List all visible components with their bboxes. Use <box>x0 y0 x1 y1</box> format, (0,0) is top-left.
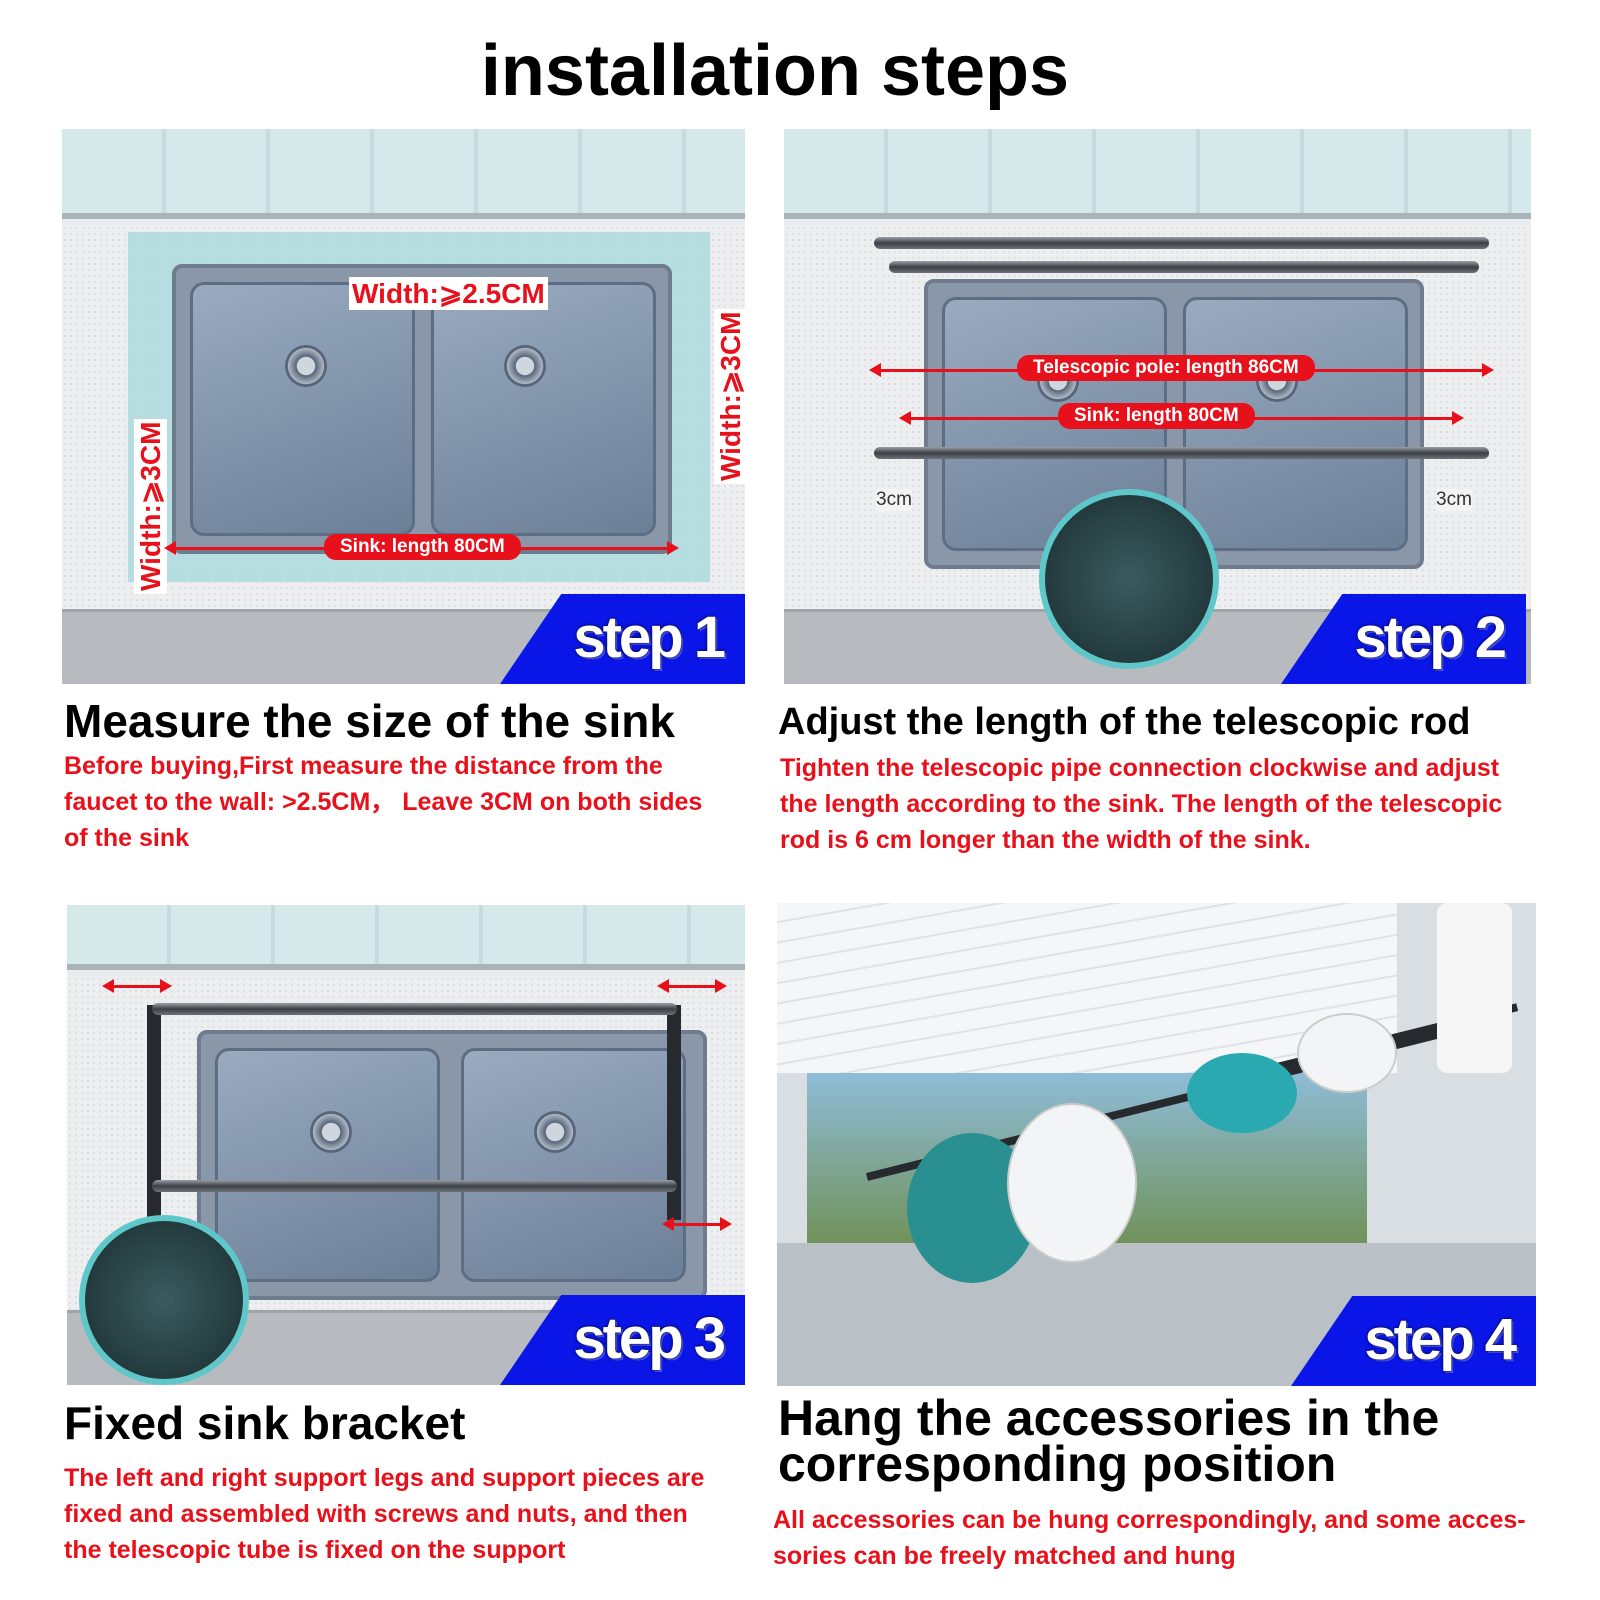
description-line: Before buying,First measure the distance… <box>64 752 663 780</box>
telescopic-rod <box>874 237 1489 249</box>
bracket-screw-detail <box>79 1215 249 1385</box>
description-line: rod is 6 cm longer than the width of the… <box>780 826 1311 854</box>
left-gap-label: 3cm <box>876 489 912 511</box>
step1-illustration: Width:⩾2.5CM Width:⩾3CM Width:⩾3CM Sink:… <box>62 129 745 684</box>
step1-description: Before buying,First measure the distance… <box>64 748 702 856</box>
page-title: installation steps <box>480 31 1070 111</box>
step1-heading: Measure the size of the sink <box>64 695 675 747</box>
step4-illustration: step 4 <box>777 903 1536 1386</box>
description-line: the length according to the sink. The le… <box>780 790 1503 818</box>
description-line: sories can be freely matched and hung <box>773 1542 1236 1570</box>
step4-heading: Hang the accessories in the correspondin… <box>778 1390 1440 1492</box>
step2-description: Tighten the telescopic pipe connection c… <box>780 750 1502 858</box>
telescopic-rod <box>152 1180 677 1192</box>
sink <box>197 1030 707 1300</box>
step3-description: The left and right support legs and supp… <box>64 1460 704 1568</box>
heading-line: Hang the accessories in the <box>778 1390 1440 1446</box>
description-line: faucet to the wall: >2.5CM， Leave 3CM on… <box>64 788 703 816</box>
sink-length-label: Sink: length 80CM <box>324 534 521 560</box>
step1-tag: step 1 <box>500 594 745 684</box>
step3-heading: Fixed sink bracket <box>64 1397 466 1449</box>
description-line: fixed and assembled with screws and nuts… <box>64 1500 688 1528</box>
bracket-leg-right <box>667 1005 681 1220</box>
right-gap-label: 3cm <box>1436 489 1472 511</box>
step4-description: All accessories can be hung correspondin… <box>773 1502 1526 1574</box>
sink-length-label: Sink: length 80CM <box>1058 403 1255 429</box>
left-width-label: Width:⩾3CM <box>134 418 167 594</box>
description-line: The left and right support legs and supp… <box>64 1464 705 1492</box>
pole-length-label: Telescopic pole: length 86CM <box>1017 355 1315 381</box>
step3-illustration: step 3 <box>67 905 745 1385</box>
sink <box>172 264 672 554</box>
rod-connection-detail <box>1039 489 1219 669</box>
step2-illustration: Telescopic pole: length 86CM Sink: lengt… <box>784 129 1531 684</box>
telescopic-rod <box>889 261 1479 273</box>
heading-line: corresponding position <box>778 1436 1337 1492</box>
description-line: of the sink <box>64 824 190 852</box>
description-line: Tighten the telescopic pipe connection c… <box>780 754 1500 782</box>
telescopic-rod <box>874 447 1489 459</box>
step2-heading: Adjust the length of the telescopic rod <box>778 701 1471 743</box>
step2-tag: step 2 <box>1281 594 1526 684</box>
telescopic-rod <box>152 1003 677 1015</box>
description-line: All accessories can be hung correspondin… <box>773 1506 1526 1534</box>
description-line: the telescopic tube is fixed on the supp… <box>64 1536 566 1564</box>
bracket-leg-left <box>147 1005 161 1220</box>
top-width-label: Width:⩾2.5CM <box>349 277 548 310</box>
right-width-label: Width:⩾3CM <box>714 308 745 484</box>
